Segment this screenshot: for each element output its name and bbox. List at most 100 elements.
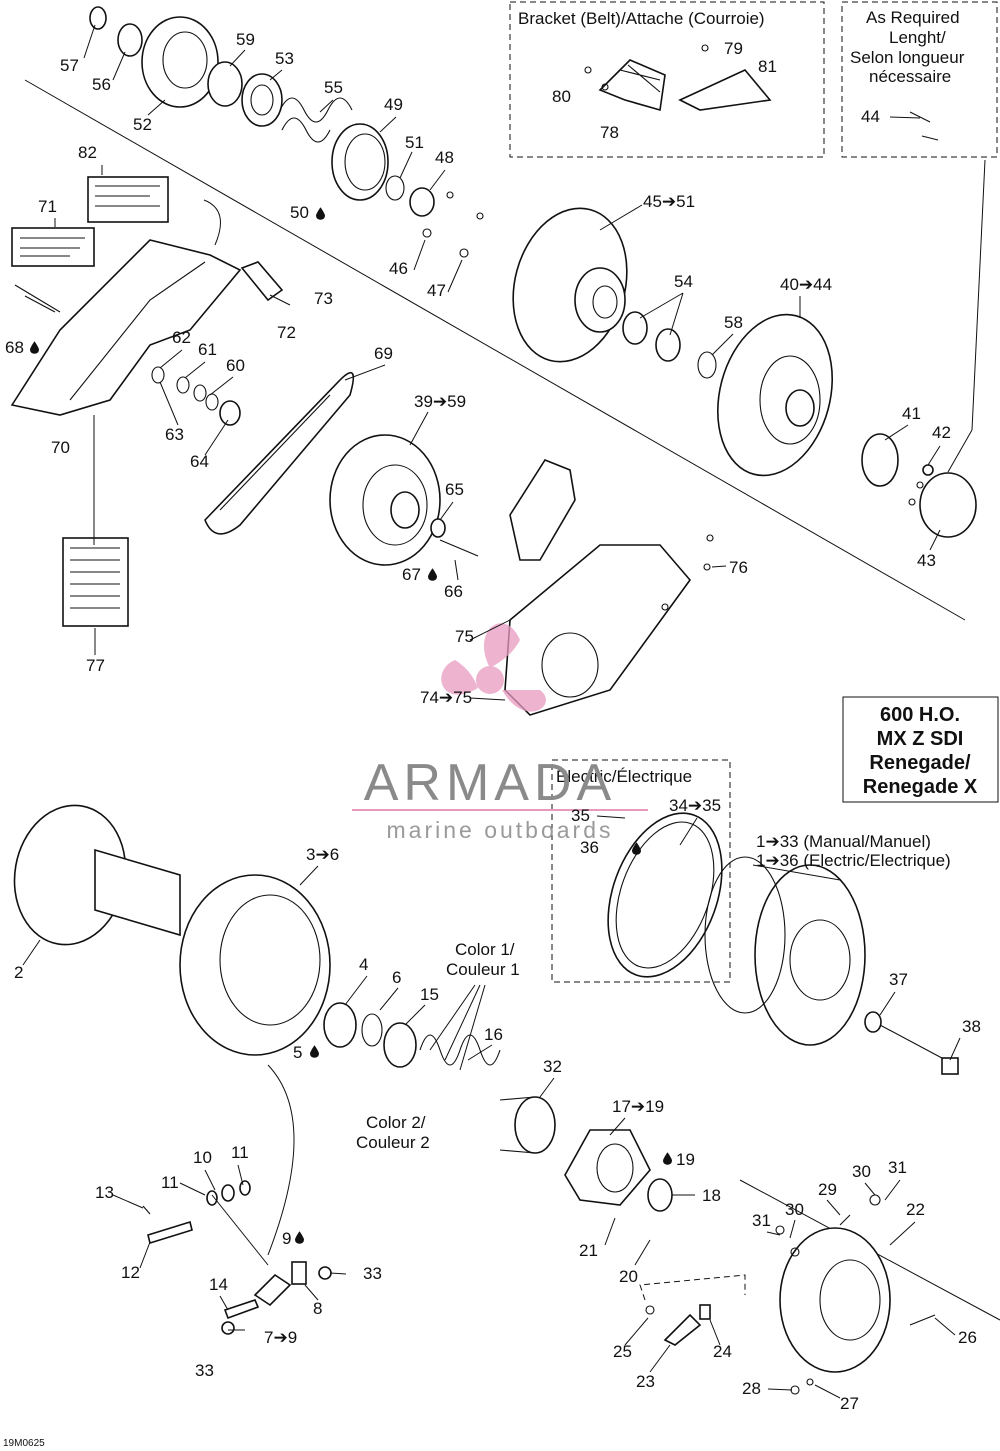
- callout: 59: [236, 30, 255, 49]
- movable-half-3: [179, 874, 331, 1056]
- callout: 24: [713, 1342, 732, 1361]
- callout: 79: [724, 39, 743, 58]
- callout: 78: [600, 123, 619, 142]
- callout: 51: [405, 133, 424, 152]
- washer-65: [430, 518, 446, 538]
- ring-59: [207, 61, 243, 107]
- label-82: [87, 176, 169, 223]
- callout: 57: [60, 56, 79, 75]
- screws-46-47: [422, 191, 484, 258]
- callout: 21: [579, 1241, 598, 1260]
- bushing-48: [409, 187, 435, 217]
- spring-seat-15: [383, 1022, 417, 1068]
- sliding-sheave: [512, 207, 628, 363]
- ring-6: [361, 1013, 383, 1047]
- governor-cup-22: [779, 1227, 891, 1373]
- lever-23: [663, 1313, 702, 1346]
- callout: 8: [313, 1299, 322, 1318]
- callout: 39➔59: [414, 392, 466, 411]
- callout: 5: [293, 1043, 302, 1062]
- callout: 10: [193, 1148, 212, 1167]
- bracket-box: Bracket (Belt)/Attache (Courroie): [509, 1, 825, 158]
- callout-leaders: [22, 24, 961, 1399]
- assembly-manual-label: 1➔33 (Manual/Manuel): [756, 832, 931, 851]
- driven-pulley-axis: [24, 79, 966, 621]
- callout: 31: [888, 1158, 907, 1177]
- drive-pulley-assembly-39: [329, 434, 441, 566]
- callout: 54: [674, 272, 693, 291]
- callout: 31: [752, 1211, 771, 1230]
- bearing-53: [241, 73, 283, 127]
- spring-16: [419, 1034, 501, 1066]
- color2-line2: Couleur 2: [356, 1133, 430, 1152]
- washers-54: [622, 311, 681, 362]
- callout: 40➔44: [780, 275, 832, 294]
- ring-57: [89, 6, 107, 30]
- callout: 68: [5, 338, 24, 357]
- callout: 74➔75: [420, 688, 472, 707]
- callout: 81: [758, 57, 777, 76]
- callout: 18: [702, 1186, 721, 1205]
- callout: 73: [314, 289, 333, 308]
- callout: 16: [484, 1025, 503, 1044]
- callout: 65: [445, 480, 464, 499]
- watermark-brand: ARMADA: [364, 754, 616, 812]
- bushing-4: [323, 1002, 357, 1048]
- color1-line2: Couleur 1: [446, 960, 520, 979]
- callout: 66: [444, 582, 463, 601]
- bushing-18: [647, 1178, 673, 1212]
- callout: 75: [455, 627, 474, 646]
- callout: 42: [932, 423, 951, 442]
- assembly-electric-label: 1➔36 (Electric/Electrique): [756, 851, 951, 870]
- grease-drop-icon: [295, 1231, 304, 1244]
- callout: 7➔9: [264, 1328, 297, 1347]
- nut-42: [922, 464, 934, 476]
- drive-belt-69: [204, 371, 355, 535]
- callout: 62: [172, 328, 191, 347]
- armada-watermark: ARMADA marine outboards: [352, 623, 648, 843]
- color1-leaders: [429, 984, 486, 1071]
- grease-drop-icon: [310, 1045, 319, 1058]
- callout: 15: [420, 985, 439, 1004]
- callout: 26: [958, 1328, 977, 1347]
- callout: 70: [51, 438, 70, 457]
- callout: 49: [384, 95, 403, 114]
- as-required-box: As Required Lenght/ Selon longueur néces…: [841, 1, 998, 158]
- callout: 28: [742, 1379, 761, 1398]
- callout: 53: [275, 49, 294, 68]
- ring-56: [117, 23, 143, 57]
- callout: 44: [861, 107, 880, 126]
- callout: 63: [165, 425, 184, 444]
- model-line4: Renegade X: [863, 776, 978, 798]
- spring-55: [279, 97, 353, 143]
- callout: 69: [374, 344, 393, 363]
- label-71: [11, 227, 95, 267]
- belt-bracket-part: [584, 44, 772, 112]
- callout: 29: [818, 1180, 837, 1199]
- callout: 33: [195, 1361, 214, 1380]
- model-line3: Renegade/: [869, 752, 971, 774]
- callout: 50: [290, 203, 309, 222]
- callout: 20: [619, 1267, 638, 1286]
- callout: 34➔35: [669, 796, 721, 815]
- guard-pin-68: [14, 284, 61, 313]
- as-required-line2: Lenght/: [889, 28, 946, 47]
- model-line1: 600 H.O.: [880, 704, 960, 726]
- callout: 11: [161, 1173, 179, 1192]
- callout: 2: [14, 963, 23, 982]
- drive-spring-cover: [141, 16, 219, 108]
- bolt-66: [439, 539, 479, 557]
- cam-41: [861, 433, 899, 487]
- cover-43: [908, 472, 977, 538]
- grease-drop-icon: [428, 568, 437, 581]
- callout: 77: [86, 656, 105, 675]
- callout: 82: [78, 143, 97, 162]
- model-box: 600 H.O. MX Z SDI Renegade/ Renegade X: [842, 696, 999, 803]
- starter-pulley-1: [704, 856, 866, 1046]
- grease-drop-icon: [30, 341, 39, 354]
- callout: 37: [889, 970, 908, 989]
- clip-51: [385, 175, 405, 201]
- callout: 64: [190, 452, 209, 471]
- screws-76: [661, 534, 714, 611]
- callout: 3➔6: [306, 845, 339, 864]
